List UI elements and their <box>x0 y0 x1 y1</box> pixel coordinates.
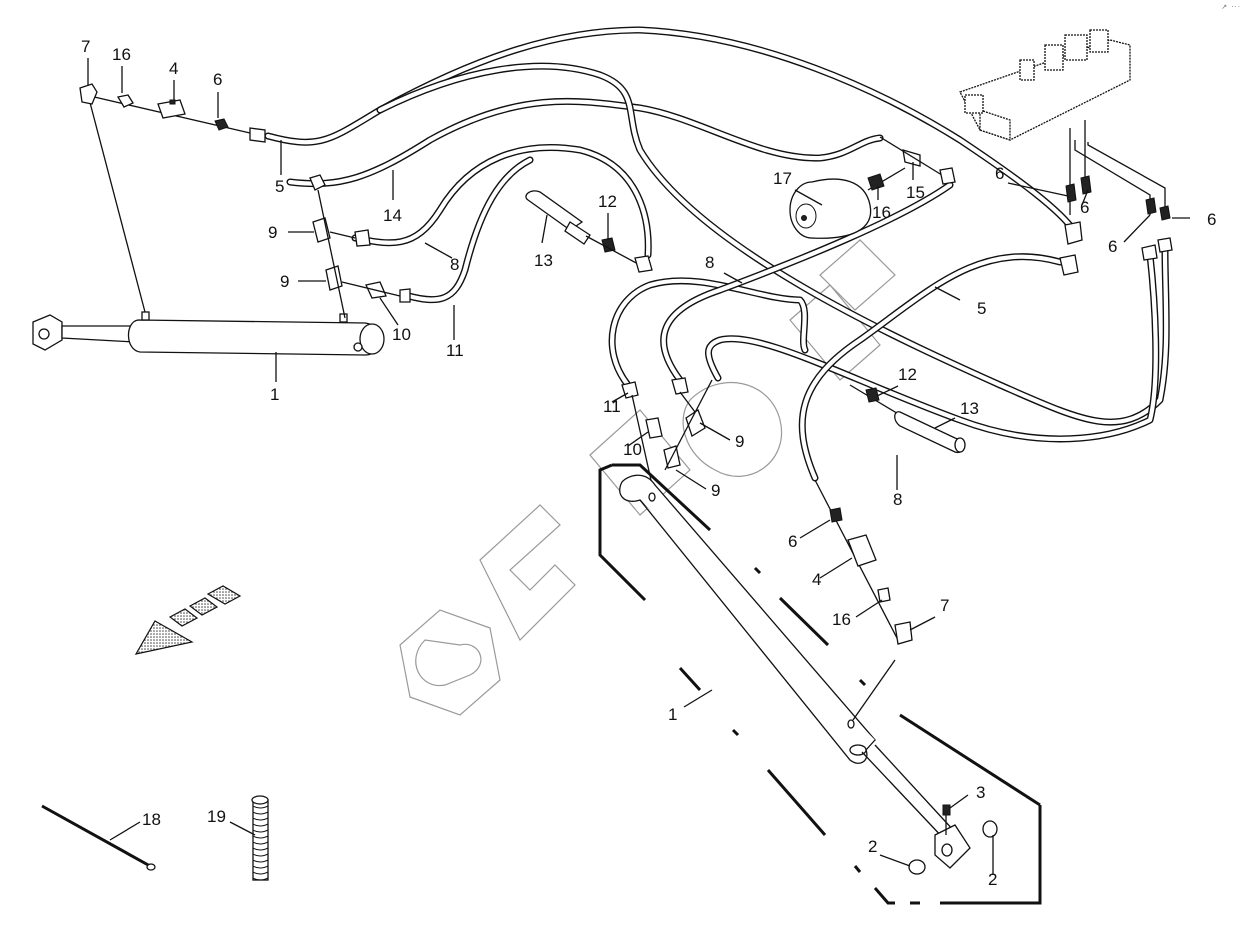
callout-label-6: 6 <box>995 164 1004 183</box>
callout-label-5: 5 <box>275 177 284 196</box>
callout-label-7: 7 <box>940 596 949 615</box>
callout-leader-line <box>949 794 969 809</box>
valve-block <box>959 29 1173 276</box>
callout-label-12: 12 <box>898 365 917 384</box>
hose-assembly <box>264 26 1170 482</box>
callout-label-16: 16 <box>112 45 131 64</box>
hydraulic-cylinder-main <box>598 463 1042 905</box>
callout-label-15: 15 <box>906 183 925 202</box>
callout-leader-line <box>541 214 548 244</box>
callout-label-9: 9 <box>268 223 277 242</box>
callout-leader-line <box>1123 214 1151 243</box>
callout-leader-line <box>934 286 961 301</box>
spiral-ring <box>252 853 269 857</box>
callout-label-9: 9 <box>735 432 744 451</box>
callout-label-6: 6 <box>788 532 797 551</box>
callout-leader-line <box>819 557 853 579</box>
callout-label-8: 8 <box>450 255 459 274</box>
spiral-ring <box>252 877 269 881</box>
callout-leader-line <box>699 422 731 441</box>
callout-leader-line <box>855 599 883 618</box>
callout-label-12: 12 <box>598 192 617 211</box>
callout-leader-line <box>934 417 956 429</box>
spiral-ring <box>252 805 269 809</box>
spiral-ring <box>252 871 269 875</box>
spiral-ring <box>252 829 269 833</box>
spiral-ring <box>252 835 269 839</box>
callout-label-11: 11 <box>446 341 464 360</box>
callout-leader-line <box>799 519 831 539</box>
cable-tie-18 <box>41 804 156 871</box>
callout-label-4: 4 <box>812 570 821 589</box>
spiral-ring <box>252 859 269 863</box>
accumulator-plug-left <box>525 190 653 273</box>
callout-leader-line <box>1081 189 1089 206</box>
callout-leader-line <box>723 272 743 284</box>
callout-label-18: 18 <box>142 810 161 829</box>
callout-leader-line <box>683 689 713 708</box>
spiral-ring <box>252 865 269 869</box>
callout-label-9: 9 <box>280 272 289 291</box>
spiral-ring <box>252 823 269 827</box>
callout-label-2: 2 <box>988 870 997 889</box>
callout-label-6: 6 <box>213 70 222 89</box>
callout-label-8: 8 <box>705 253 714 272</box>
callout-leader-line <box>379 297 399 326</box>
callout-label-1: 1 <box>668 705 677 724</box>
accumulator-17 <box>789 136 956 239</box>
spiral-ring <box>252 847 269 851</box>
spiral-ring <box>252 811 269 815</box>
callout-label-16: 16 <box>832 610 851 629</box>
callout-label-9: 9 <box>711 481 720 500</box>
callout-label-16: 16 <box>872 203 891 222</box>
callout-label-13: 13 <box>534 251 553 270</box>
callout-leader-line <box>1007 182 1069 197</box>
callout-label-7: 7 <box>81 37 90 56</box>
spiral-sleeve-19 <box>251 795 269 881</box>
front-direction-arrow <box>134 585 242 655</box>
callout-leader-line <box>611 392 629 403</box>
fitting-cluster-center <box>309 174 713 499</box>
callout-label-6: 6 <box>1080 198 1089 217</box>
callout-label-17: 17 <box>773 169 792 188</box>
fitting-chain-left-top <box>79 83 266 313</box>
callout-label-1: 1 <box>270 385 279 404</box>
accumulator-plug-right <box>849 384 966 454</box>
callout-label-2: 2 <box>868 837 877 856</box>
callout-label-11: 11 <box>603 397 621 416</box>
callout-label-13: 13 <box>960 399 979 418</box>
callout-label-14: 14 <box>383 206 402 225</box>
callout-leader-line <box>794 189 823 206</box>
callout-leader-line <box>876 385 899 397</box>
corner-mark: ↗ ··· <box>1221 3 1241 11</box>
spiral-ring <box>252 817 269 821</box>
callout-label-8: 8 <box>893 490 902 509</box>
hydraulic-cylinder-left <box>32 311 385 356</box>
callout-label-6: 6 <box>1207 210 1216 229</box>
callout-label-6: 6 <box>1108 237 1117 256</box>
callout-leader-line <box>627 431 649 447</box>
callout-label-19: 19 <box>207 807 226 826</box>
spiral-ring <box>252 841 269 845</box>
callout-label-3: 3 <box>976 783 985 802</box>
callout-label-4: 4 <box>169 59 178 78</box>
callout-label-10: 10 <box>623 440 642 459</box>
callout-label-10: 10 <box>392 325 411 344</box>
callout-leader-line <box>909 616 936 631</box>
callout-leader-line <box>675 469 707 490</box>
callout-leader-line <box>229 821 256 836</box>
callout-leader-line <box>879 854 911 867</box>
callout-leader-line <box>109 821 141 841</box>
callout-label-5: 5 <box>977 299 986 318</box>
callout-leader-line <box>424 242 453 259</box>
